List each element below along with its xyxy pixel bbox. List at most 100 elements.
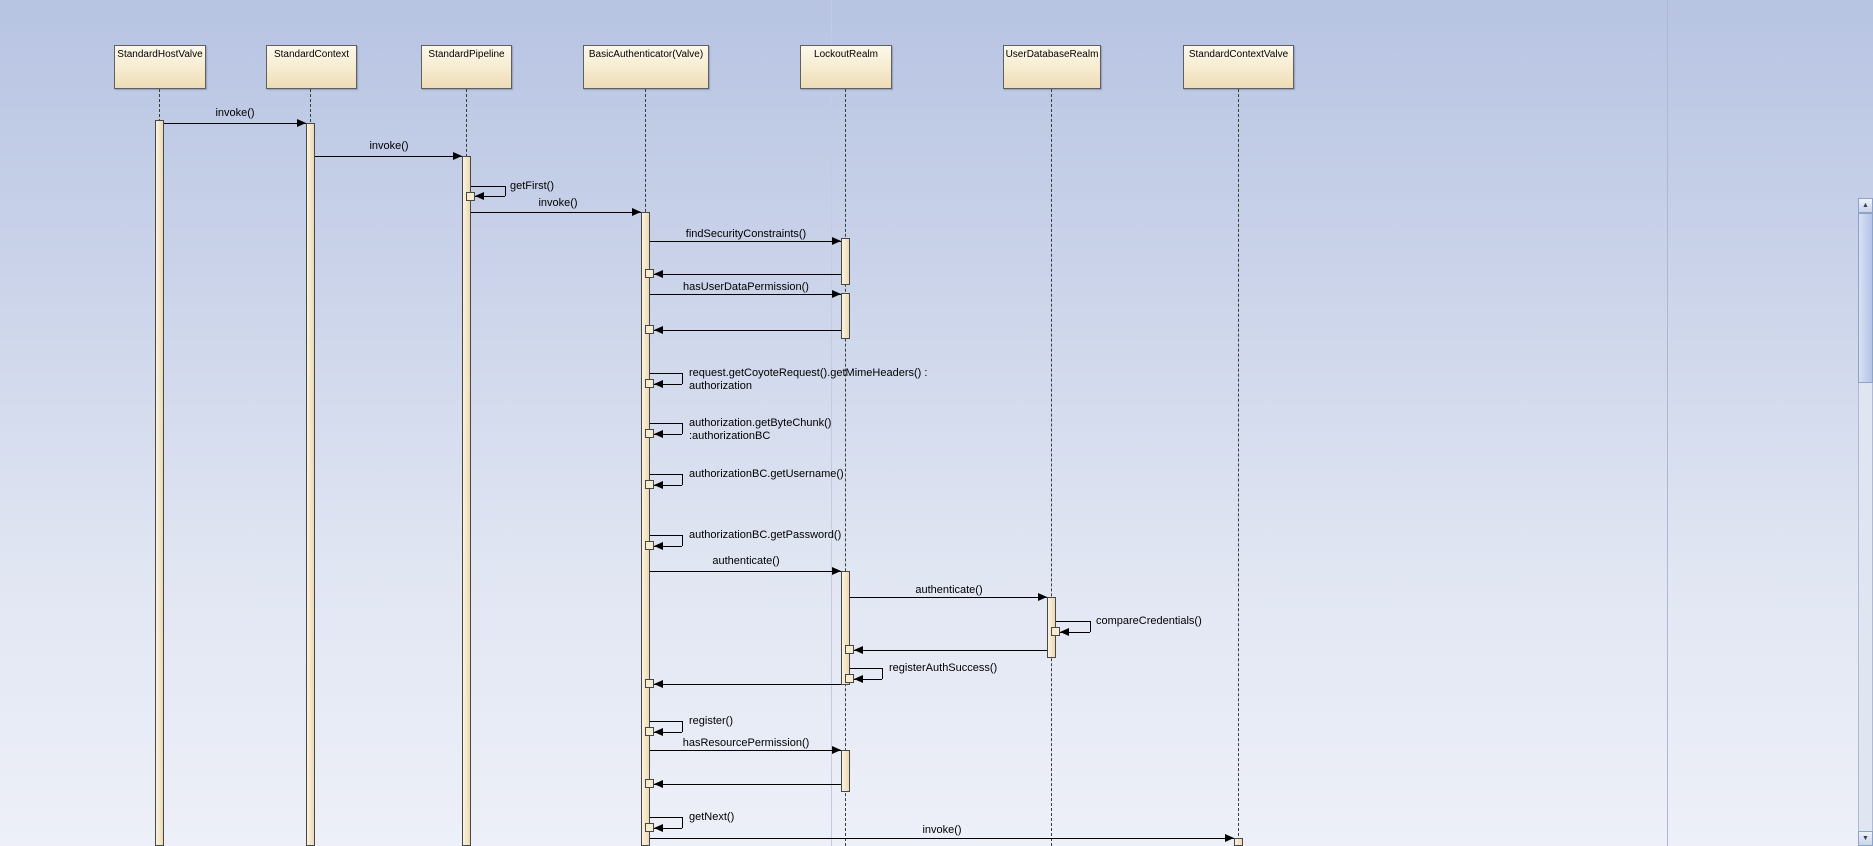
arrowhead-left [854, 646, 863, 654]
nested-activation[interactable] [645, 480, 654, 489]
arrowhead-left [654, 430, 663, 438]
message-line [654, 274, 841, 275]
message-line [654, 485, 682, 486]
nested-activation[interactable] [645, 269, 654, 278]
message-line [682, 373, 683, 384]
message-label[interactable]: compareCredentials() [1096, 615, 1202, 627]
message-line [682, 423, 683, 434]
arrowhead-right [297, 119, 306, 127]
message-label[interactable]: authorizationBC.getUsername() [689, 468, 844, 480]
message-label[interactable]: invoke() [369, 140, 409, 152]
message-label[interactable]: authenticate() [712, 555, 780, 567]
message-line [164, 123, 306, 124]
activation-standardhostvalve[interactable] [155, 120, 164, 846]
scroll-down-button[interactable]: ▼ [1858, 831, 1873, 846]
activation-lockoutrealm-findsecurityconstraints[interactable] [841, 238, 850, 285]
nested-activation[interactable] [845, 645, 854, 654]
message-label[interactable]: invoke() [538, 197, 578, 209]
lifeline-head-lockoutrealm[interactable]: LockoutRealm [800, 45, 892, 89]
arrowhead-right [632, 208, 641, 216]
message-line [682, 817, 683, 828]
message-line [882, 668, 883, 679]
message-line [650, 571, 841, 572]
message-line [850, 668, 882, 669]
message-label[interactable]: invoke() [215, 107, 255, 119]
message-label[interactable]: getNext() [689, 811, 735, 823]
message-line [650, 373, 682, 374]
message-line [1056, 621, 1090, 622]
arrowhead-left [1060, 628, 1069, 636]
nested-activation[interactable] [645, 429, 654, 438]
message-line [315, 156, 462, 157]
activation-standardpipeline[interactable] [462, 156, 471, 846]
message-label[interactable]: hasUserDataPermission() [683, 281, 809, 293]
message-label[interactable]: register() [689, 715, 734, 727]
message-line [650, 535, 682, 536]
scroll-up-icon: ▲ [1862, 202, 1869, 209]
arrowhead-left [475, 192, 484, 200]
page-boundary-line [1667, 0, 1668, 846]
nested-activation[interactable] [845, 674, 854, 683]
message-label[interactable]: request.getCoyoteRequest().getMimeHeader… [689, 367, 928, 379]
message-line [650, 817, 682, 818]
lifeline-head-standardcontextvalve[interactable]: StandardContextValve [1183, 45, 1294, 89]
lifeline-head-standardhostvalve[interactable]: StandardHostValve [114, 45, 206, 89]
lifeline-lockoutrealm[interactable] [845, 89, 846, 846]
message-line [854, 650, 1047, 651]
scroll-up-button[interactable]: ▲ [1858, 198, 1873, 213]
message-label[interactable]: authorization [689, 380, 752, 392]
nested-activation[interactable] [645, 779, 654, 788]
message-line [650, 721, 682, 722]
lifeline-head-userdatabaserealm[interactable]: UserDatabaseRealm [1003, 45, 1101, 89]
activation-standardcontextvalve[interactable] [1234, 838, 1243, 846]
scroll-down-icon: ▼ [1862, 835, 1869, 842]
message-label[interactable]: registerAuthSuccess() [889, 662, 998, 674]
arrowhead-right [832, 567, 841, 575]
lifeline-head-basicauthenticator[interactable]: BasicAuthenticator(Valve) [583, 45, 709, 89]
vertical-scrollbar-thumb[interactable] [1858, 213, 1873, 383]
message-label[interactable]: getFirst() [510, 180, 554, 192]
arrowhead-left [654, 728, 663, 736]
message-line [654, 330, 841, 331]
arrowhead-left [654, 542, 663, 550]
lifeline-standardcontextvalve[interactable] [1238, 89, 1239, 846]
message-line [650, 294, 841, 295]
arrowhead-right [1225, 834, 1234, 842]
message-line [471, 212, 641, 213]
nested-activation[interactable] [645, 379, 654, 388]
nested-activation[interactable] [645, 679, 654, 688]
activation-lockoutrealm-authenticate[interactable] [841, 571, 850, 685]
nested-activation[interactable] [645, 325, 654, 334]
lifeline-head-standardpipeline[interactable]: StandardPipeline [421, 45, 512, 89]
message-label[interactable]: hasResourcePermission() [682, 737, 810, 749]
message-line [650, 423, 682, 424]
activation-lockoutrealm-hasuserdatapermission[interactable] [841, 293, 850, 339]
message-line [650, 838, 1234, 839]
nested-activation[interactable] [1051, 627, 1060, 636]
activation-basicauthenticator[interactable] [641, 212, 650, 846]
message-line [654, 732, 682, 733]
activation-standardcontext[interactable] [306, 123, 315, 846]
arrowhead-left [654, 824, 663, 832]
message-label[interactable]: authorizationBC.getPassword() [689, 529, 842, 541]
activation-lockoutrealm-hasresourcepermission[interactable] [841, 750, 850, 792]
nested-activation[interactable] [645, 727, 654, 736]
arrowhead-left [654, 680, 663, 688]
message-line [682, 474, 683, 485]
message-label[interactable]: authorization.getByteChunk() [689, 417, 832, 429]
message-label[interactable]: invoke() [922, 824, 962, 836]
arrowhead-right [1038, 593, 1047, 601]
nested-activation[interactable] [645, 823, 654, 832]
arrowhead-left [654, 780, 663, 788]
lifeline-head-standardcontext[interactable]: StandardContext [266, 45, 357, 89]
message-label[interactable]: authenticate() [915, 584, 983, 596]
arrowhead-left [654, 380, 663, 388]
message-label[interactable]: findSecurityConstraints() [685, 228, 807, 240]
nested-activation[interactable] [645, 541, 654, 550]
message-label[interactable]: :authorizationBC [689, 430, 771, 442]
lifeline-userdatabaserealm[interactable] [1051, 89, 1052, 846]
nested-activation[interactable] [466, 192, 475, 201]
message-line [654, 546, 682, 547]
message-line [505, 186, 506, 196]
